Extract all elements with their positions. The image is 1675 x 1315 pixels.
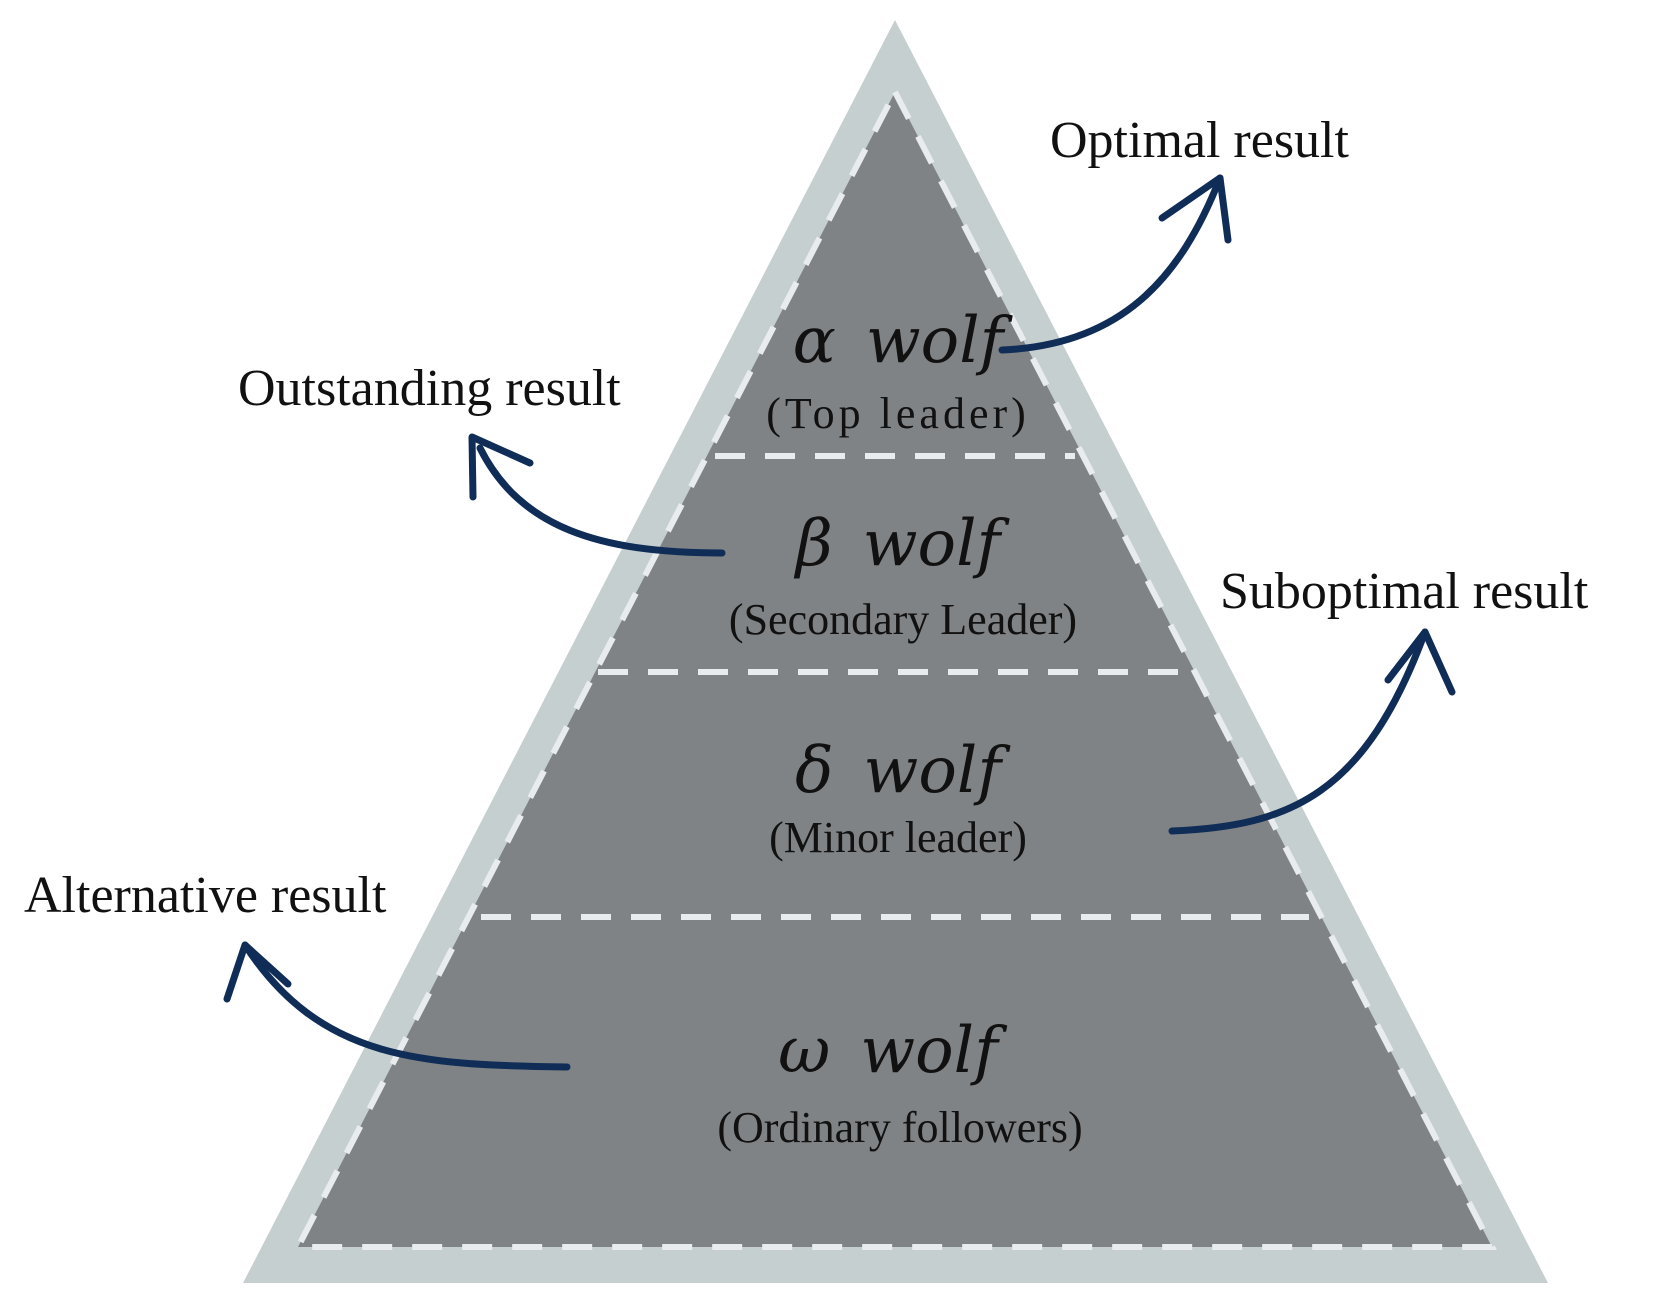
tier-beta-role: (Secondary Leader) [729,595,1077,644]
alpha-wolf-word: wolf [866,304,1014,378]
pyramid-dashed-outline [293,85,1497,1250]
delta-wolf-word: wolf [864,734,1012,808]
beta-symbol: β [794,507,833,581]
arrow-optimal-shaft [998,174,1224,354]
tier-alpha-role: (Top leader) [766,389,1030,438]
arrow-suboptimal [1168,628,1456,835]
result-optimal-label: Optimal result [1050,112,1350,169]
arrow-outstanding-head [468,433,534,501]
arrow-optimal [998,174,1232,354]
beta-wolf-word: wolf [863,507,1011,581]
pyramid-inner-body [298,92,1492,1247]
arrow-outstanding-shaft [476,444,726,557]
omega-symbol: ω [778,1014,830,1088]
arrow-optimal-head [1158,174,1232,244]
arrow-alternative-head [223,941,292,1003]
result-suboptimal-label: Suboptimal result [1220,563,1589,620]
result-alternative-label: Alternative result [24,867,387,924]
alpha-symbol: α [793,304,836,378]
arrow-suboptimal-head [1384,628,1456,696]
tier-delta-role: (Minor leader) [769,813,1027,862]
arrow-suboptimal-shaft [1168,628,1429,835]
arrow-outstanding [468,433,726,557]
omega-wolf-word: wolf [860,1014,1008,1088]
arrow-alternative [223,941,571,1071]
result-outstanding-label: Outstanding result [238,360,621,417]
tier-omega-role: (Ordinary followers) [717,1103,1082,1152]
arrow-alternative-shaft [241,941,571,1071]
delta-symbol: δ [795,734,834,808]
